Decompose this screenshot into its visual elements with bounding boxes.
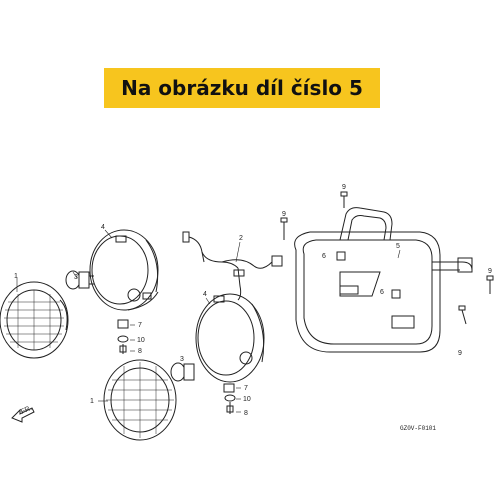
label-7-lower: 7 xyxy=(244,385,248,392)
label-4-lower: 4 xyxy=(203,291,207,298)
label-6-right: 6 xyxy=(380,289,384,296)
label-1-upper: 1 xyxy=(14,273,18,280)
bulb-lower xyxy=(170,362,195,382)
label-9-left: 9 xyxy=(282,211,286,218)
headlight-case-upper xyxy=(89,229,159,311)
label-6-left: 6 xyxy=(322,253,326,260)
label-1-lower: 1 xyxy=(90,398,94,405)
bolts-9 xyxy=(280,191,494,325)
front-direction-arrow xyxy=(11,407,35,423)
headlight-unit-lower xyxy=(103,359,177,441)
part-number-banner: Na obrázku díl číslo 5 xyxy=(104,68,380,108)
label-5: 5 xyxy=(396,243,400,250)
leader-lines xyxy=(16,229,401,413)
wire-harness xyxy=(182,231,283,301)
label-9-top: 9 xyxy=(342,184,346,191)
small-parts-lower xyxy=(223,383,236,414)
bulb-upper xyxy=(65,270,94,290)
label-4-upper: 4 xyxy=(101,224,105,231)
label-7-upper: 7 xyxy=(138,322,142,329)
headlight-case-lower xyxy=(195,293,265,383)
label-8-upper: 8 xyxy=(138,348,142,355)
front-direction-label: FR. xyxy=(20,405,33,416)
label-10-upper: 10 xyxy=(137,337,145,344)
headlight-bracket-5 xyxy=(294,207,473,353)
small-parts-left xyxy=(117,319,129,354)
label-10-lower: 10 xyxy=(243,396,251,403)
label-3-upper: 3 xyxy=(74,274,78,281)
diagram-code: GZ0V-F0101 xyxy=(400,425,436,432)
label-3-lower: 3 xyxy=(180,356,184,363)
label-2: 2 xyxy=(239,235,243,242)
label-9-bottom: 9 xyxy=(458,350,462,357)
label-9-right: 9 xyxy=(488,268,492,275)
headlight-unit-upper xyxy=(0,281,69,359)
label-8-lower: 8 xyxy=(244,410,248,417)
banner-text: Na obrázku díl číslo 5 xyxy=(121,76,363,100)
